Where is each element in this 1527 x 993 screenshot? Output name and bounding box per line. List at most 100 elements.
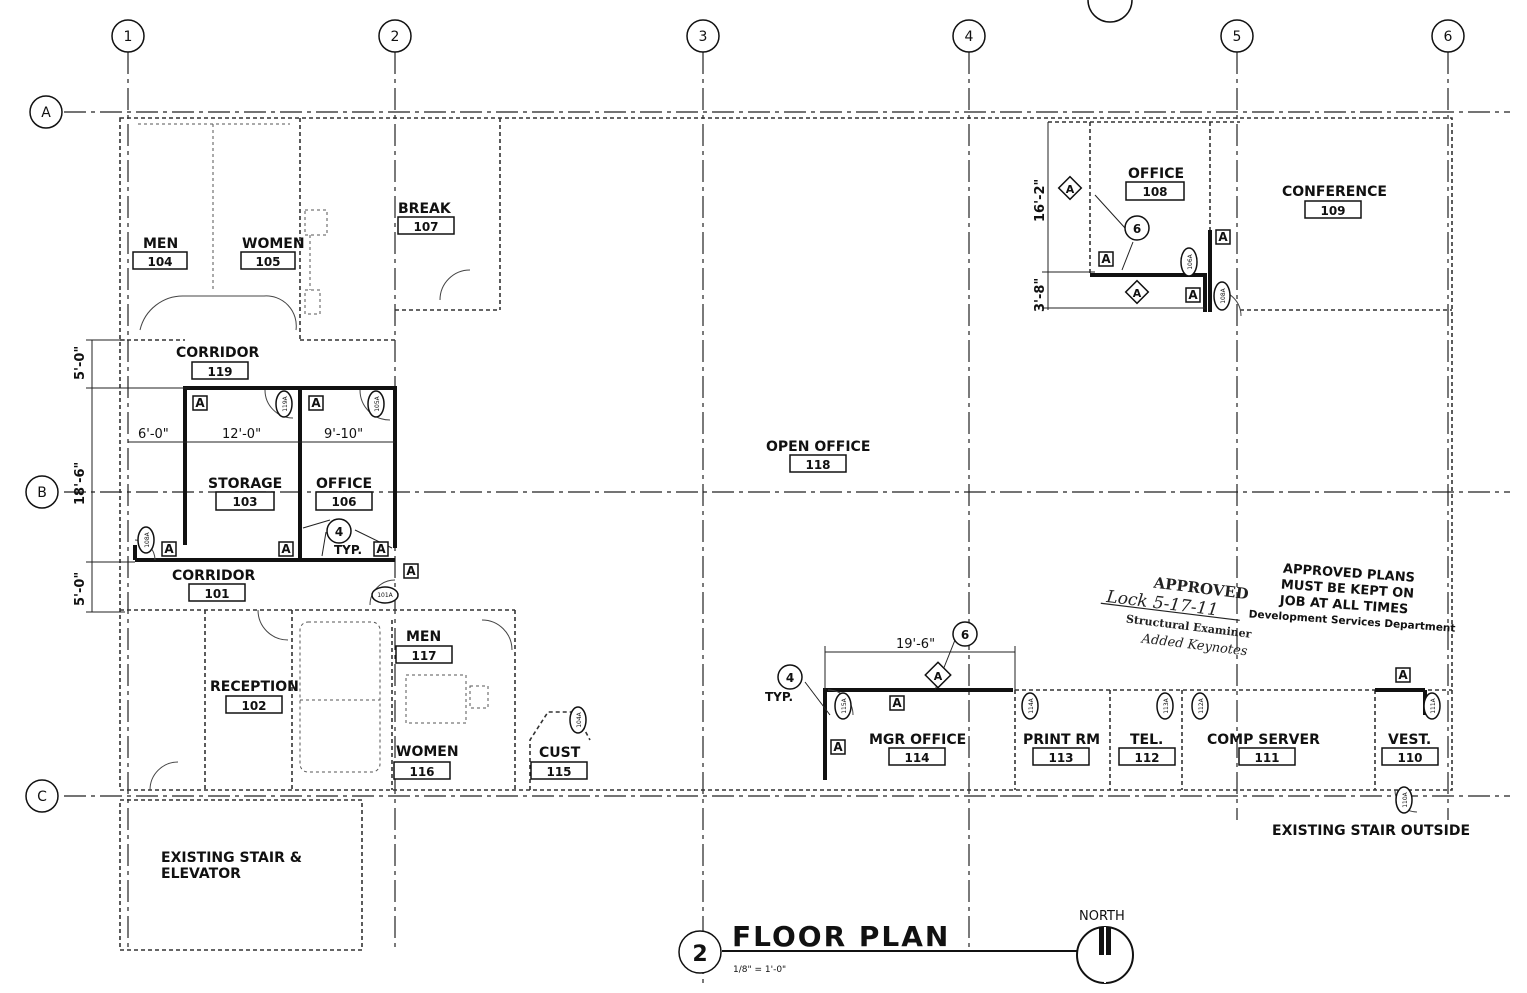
door-tag-115a: 115A [841,697,848,713]
room-name-men-117: MEN [406,629,441,645]
note-existing-stair-outside: EXISTING STAIR OUTSIDE [1272,823,1470,839]
dim-5-0-bottom: 5'-0" [73,572,88,606]
title-block: 2 FLOOR PLAN 1/8" = 1'-0" NORTH [678,909,1134,984]
room-name-mgr-office: MGR OFFICE [869,732,966,748]
room-number-109: 109 [1320,204,1345,218]
grid-bubble-1: 1 [124,29,133,45]
drawing-scale: 1/8" = 1'-0" [733,965,786,975]
door-tag-108a: 108A [1220,287,1227,303]
room-labels: MEN 104 WOMEN 105 BREAK 107 OFFICE 108 C… [132,166,1439,780]
room-name-vest: VEST. [1388,732,1431,748]
approval-stamp: APPROVED Lock 5-17-11 Structural Examine… [1100,573,1252,659]
dim-19-6: 19'-6" [896,637,935,652]
room-name-office-108: OFFICE [1128,166,1184,182]
dim-18-6: 18'-6" [73,462,88,505]
room-number-105: 105 [255,255,280,269]
room-number-110: 110 [1397,751,1422,765]
dim-5-0-top: 5'-0" [73,346,88,380]
room-name-comp-server: COMP SERVER [1207,732,1320,748]
room-number-101: 101 [204,587,229,601]
room-number-114: 114 [904,751,929,765]
room-number-104: 104 [147,255,172,269]
room-name-women: WOMEN [242,236,305,252]
wall-tag-6: A [164,542,174,556]
room-name-corridor-119: CORRIDOR [176,345,259,361]
room-number-115: 115 [546,765,571,779]
dimension-lines [86,122,1205,716]
room-number-111: 111 [1254,751,1279,765]
wall-tag-diamond-1: A [1066,183,1075,196]
grid-bubble-4: 4 [965,29,974,45]
grid-bubble-2: 2 [391,29,400,45]
wall-tag-12: A [1398,668,1408,682]
dim-16-2: 16'-2" [1033,179,1048,222]
wall-tag-1: A [1101,252,1111,266]
door-tag-105a: 105A [374,395,381,411]
wall-tag-7: A [281,542,291,556]
room-number-103: 103 [232,495,257,509]
wall-tag-diamond-3: A [934,670,943,683]
door-tag-110a: 110A [1402,791,1409,807]
door-tag-104a: 104A [576,711,583,727]
wall-type-tags: A A A A A A A A A A A A A A A [161,175,1411,755]
typ-label-1: TYP. [334,543,362,557]
wall-tag-8: A [376,542,386,556]
room-name-print-rm: PRINT RM [1023,732,1100,748]
door-tag-114a: 114A [1028,697,1035,713]
note-existing-stair-elevator-2: ELEVATOR [161,866,241,882]
north-arrow-icon [1076,926,1134,984]
room-name-men: MEN [143,236,178,252]
grid-bubble-C: C [37,789,47,805]
wall-tag-diamond-2: A [1133,287,1142,300]
detail-6-callout-2: 6 [961,628,969,642]
door-tag-101a: 101A [377,592,393,599]
room-number-107: 107 [413,220,438,234]
drawing-number: 2 [692,942,707,967]
dimension-texts: 5'-0" 18'-6" 5'-0" 6'-0" 12'-0" 9'-10" 1… [73,179,1048,652]
door-tag-108a-2: 108A [144,531,151,547]
wall-tag-11: A [833,740,843,754]
door-tag-113a: 113A [1163,697,1170,713]
room-number-108: 108 [1142,185,1167,199]
room-number-102: 102 [241,699,266,713]
grid-bubble-6: 6 [1444,29,1453,45]
room-name-women-116: WOMEN [396,744,459,760]
dim-3-8: 3'-8" [1033,278,1048,312]
north-label: NORTH [1079,909,1125,924]
room-number-106: 106 [331,495,356,509]
grid-lines [64,52,1510,985]
room-number-117: 117 [411,649,436,663]
dim-12-0: 12'-0" [222,427,261,442]
grid-bubble-B: B [37,485,47,501]
wall-tag-10: A [892,696,902,710]
existing-walls [119,117,1453,951]
door-tags: 119A 105A 106A 108A 108A 101A 104A 115A … [137,247,1441,814]
room-name-cust: CUST [539,745,581,761]
wall-tag-5: A [311,396,321,410]
room-name-storage: STORAGE [208,476,282,492]
grid-bubble-5: 5 [1233,29,1242,45]
section-bubble-partial [1087,0,1133,23]
room-name-reception: RECEPTION [210,679,299,695]
note-existing-stair-elevator-1: EXISTING STAIR & [161,850,302,866]
room-name-office-106: OFFICE [316,476,372,492]
door-tag-119a: 119A [282,395,289,411]
room-number-118: 118 [805,458,830,472]
dim-6-0: 6'-0" [138,427,169,442]
door-tag-106a: 106A [1187,253,1194,269]
grid-bubbles: 1 2 3 4 5 6 A B C [25,0,1465,813]
room-number-112: 112 [1134,751,1159,765]
dim-9-10: 9'-10" [324,427,363,442]
room-number-116: 116 [409,765,434,779]
room-name-open-office: OPEN OFFICE [766,439,870,455]
drawing-title: FLOOR PLAN [732,920,950,953]
wall-tag-4: A [195,396,205,410]
detail-4-callout-2: 4 [786,671,794,685]
notes: EXISTING STAIR & ELEVATOR EXISTING STAIR… [161,823,1470,882]
wall-tag-9: A [406,564,416,578]
detail-4-callout-1: 4 [335,525,343,539]
grid-bubble-3: 3 [699,29,708,45]
typ-label-2: TYP. [765,690,793,704]
wall-tag-3: A [1188,288,1198,302]
